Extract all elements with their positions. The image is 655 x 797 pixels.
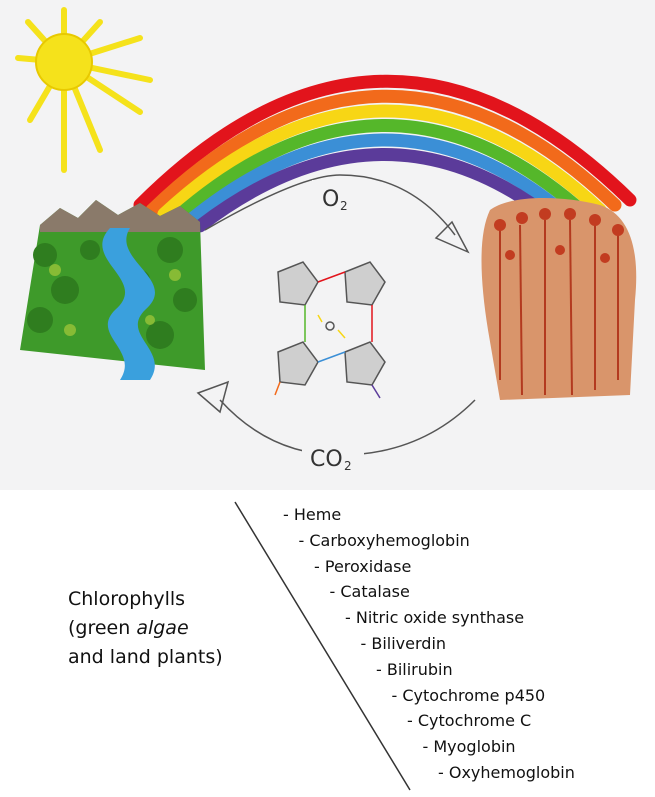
heme-compound-item: - Myoglobin	[423, 737, 516, 756]
heme-compound-item: - Heme	[283, 505, 341, 524]
heme-compound-item: - Bilirubin	[376, 660, 453, 679]
heme-compound-item: - Catalase	[330, 582, 410, 601]
heme-compound-item: - Carboxyhemoglobin	[299, 531, 470, 550]
heme-compound-item: - Cytochrome p450	[392, 686, 546, 705]
heme-compound-item: - Peroxidase	[314, 557, 411, 576]
heme-compound-item: - Nitric oxide synthase	[345, 608, 524, 627]
heme-compound-item: - Oxyhemoglobin	[438, 763, 575, 782]
heme-compound-item: - Cytochrome C	[407, 711, 531, 730]
heme-compound-item: - Biliverdin	[361, 634, 447, 653]
